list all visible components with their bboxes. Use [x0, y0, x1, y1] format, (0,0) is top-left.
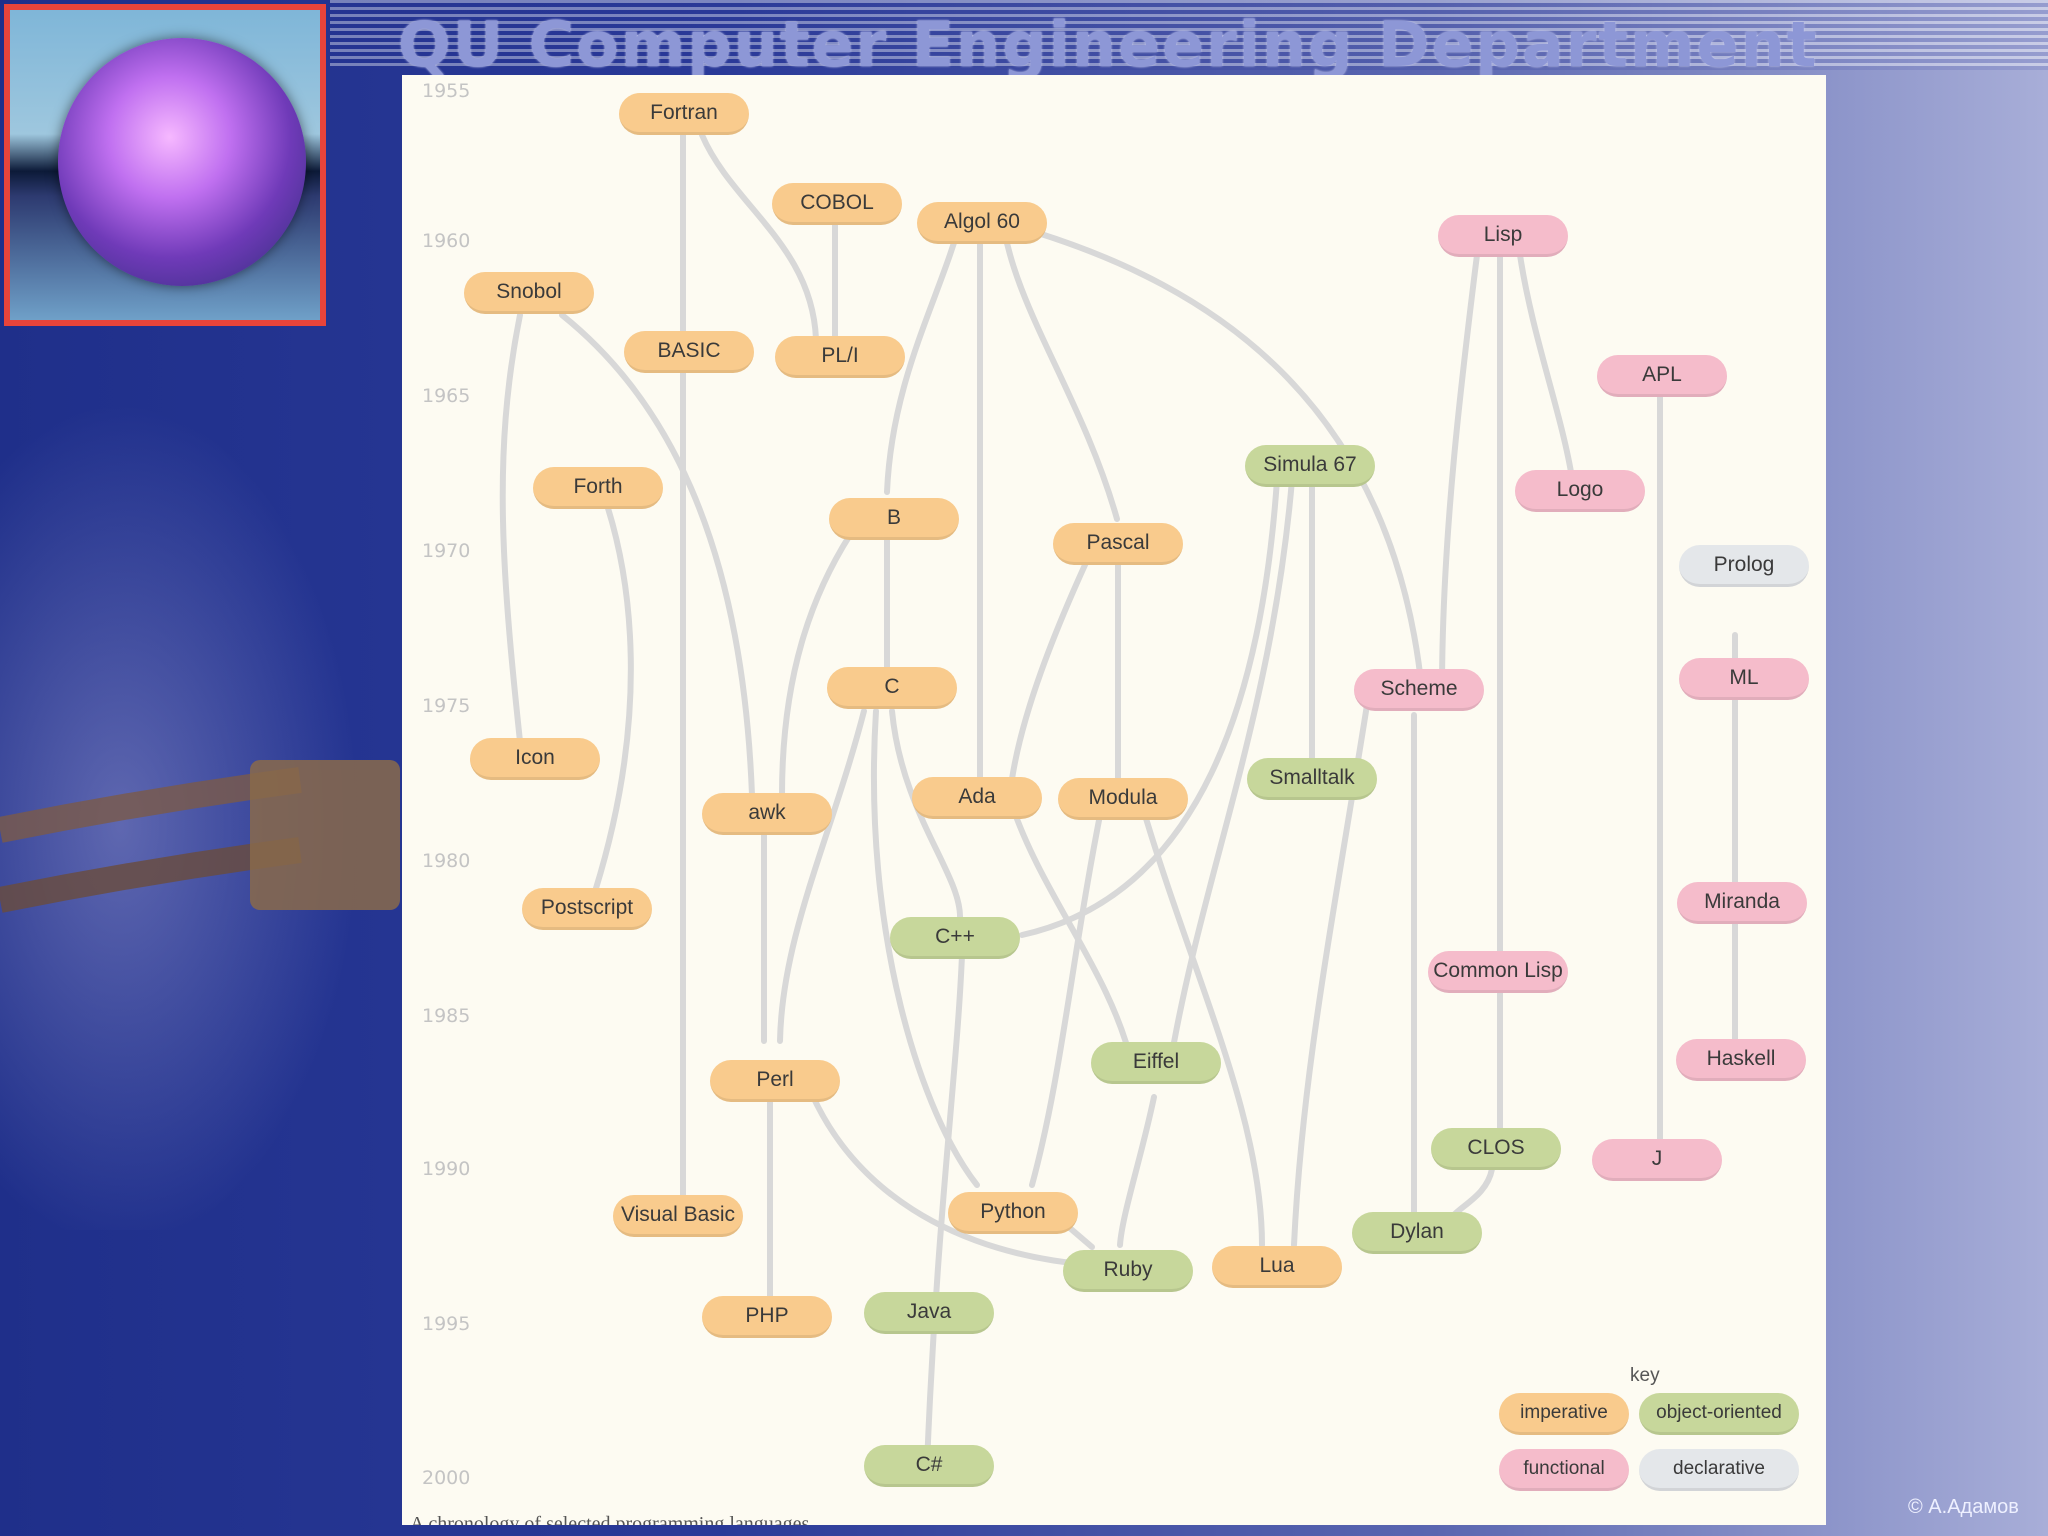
node-c-sharp: C# — [864, 1445, 994, 1487]
node-fortran: Fortran — [619, 93, 749, 135]
node-miranda: Miranda — [1677, 882, 1807, 924]
node-smalltalk: Smalltalk — [1247, 758, 1377, 800]
node-c: C — [827, 667, 957, 709]
node-ruby: Ruby — [1063, 1250, 1193, 1292]
node-haskell: Haskell — [1676, 1039, 1806, 1081]
cable-icon — [0, 760, 400, 913]
legend-functional: functional — [1499, 1449, 1629, 1491]
node-cobol: COBOL — [772, 183, 902, 225]
node-simula-67: Simula 67 — [1245, 445, 1375, 487]
node-visual-basic: Visual Basic — [613, 1195, 743, 1237]
node-lisp: Lisp — [1438, 215, 1568, 257]
year-label: 1995 — [422, 1313, 471, 1335]
year-label: 1975 — [422, 695, 471, 717]
node-ada: Ada — [912, 777, 1042, 819]
node-algol-60: Algol 60 — [917, 202, 1047, 244]
year-label: 1990 — [422, 1158, 471, 1180]
network-plug-icon — [58, 38, 306, 286]
node-prolog: Prolog — [1679, 545, 1809, 587]
legend-imperative: imperative — [1499, 1393, 1629, 1435]
legend-object-oriented: object-oriented — [1639, 1393, 1799, 1435]
node-j: J — [1592, 1139, 1722, 1181]
node-python: Python — [948, 1192, 1078, 1234]
language-chronology-diagram: 1955 1960 1965 1970 1975 1980 1985 1990 … — [402, 75, 1826, 1525]
figure-caption: A chronology of selected programming lan… — [410, 1513, 810, 1525]
node-ml: ML — [1679, 658, 1809, 700]
year-label: 1960 — [422, 230, 471, 252]
node-c-plus-plus: C++ — [890, 917, 1020, 959]
header-stripes — [330, 0, 2048, 70]
year-label: 1985 — [422, 1005, 471, 1027]
node-apl: APL — [1597, 355, 1727, 397]
node-b: B — [829, 498, 959, 540]
node-modula: Modula — [1058, 778, 1188, 820]
legend-title: key — [1630, 1365, 1660, 1386]
logo-image — [4, 4, 326, 326]
node-postscript: Postscript — [522, 888, 652, 930]
year-label: 1980 — [422, 850, 471, 872]
year-label: 2000 — [422, 1467, 471, 1489]
node-snobol: Snobol — [464, 272, 594, 314]
node-awk: awk — [702, 793, 832, 835]
node-basic: BASIC — [624, 331, 754, 373]
node-php: PHP — [702, 1296, 832, 1338]
page-title: QU Computer Engineering Department — [398, 8, 1819, 81]
node-icon: Icon — [470, 738, 600, 780]
node-pascal: Pascal — [1053, 523, 1183, 565]
year-label: 1970 — [422, 540, 471, 562]
node-lua: Lua — [1212, 1246, 1342, 1288]
copyright-text: © А.Адамов — [1908, 1496, 2019, 1518]
node-pl-i: PL/I — [775, 336, 905, 378]
node-eiffel: Eiffel — [1091, 1042, 1221, 1084]
node-perl: Perl — [710, 1060, 840, 1102]
year-label: 1955 — [422, 80, 471, 102]
node-common-lisp: Common Lisp — [1428, 951, 1568, 993]
node-forth: Forth — [533, 467, 663, 509]
legend-declarative: declarative — [1639, 1449, 1799, 1491]
node-clos: CLOS — [1431, 1128, 1561, 1170]
node-dylan: Dylan — [1352, 1212, 1482, 1254]
node-java: Java — [864, 1292, 994, 1334]
node-logo: Logo — [1515, 470, 1645, 512]
year-label: 1965 — [422, 385, 471, 407]
node-scheme: Scheme — [1354, 669, 1484, 711]
